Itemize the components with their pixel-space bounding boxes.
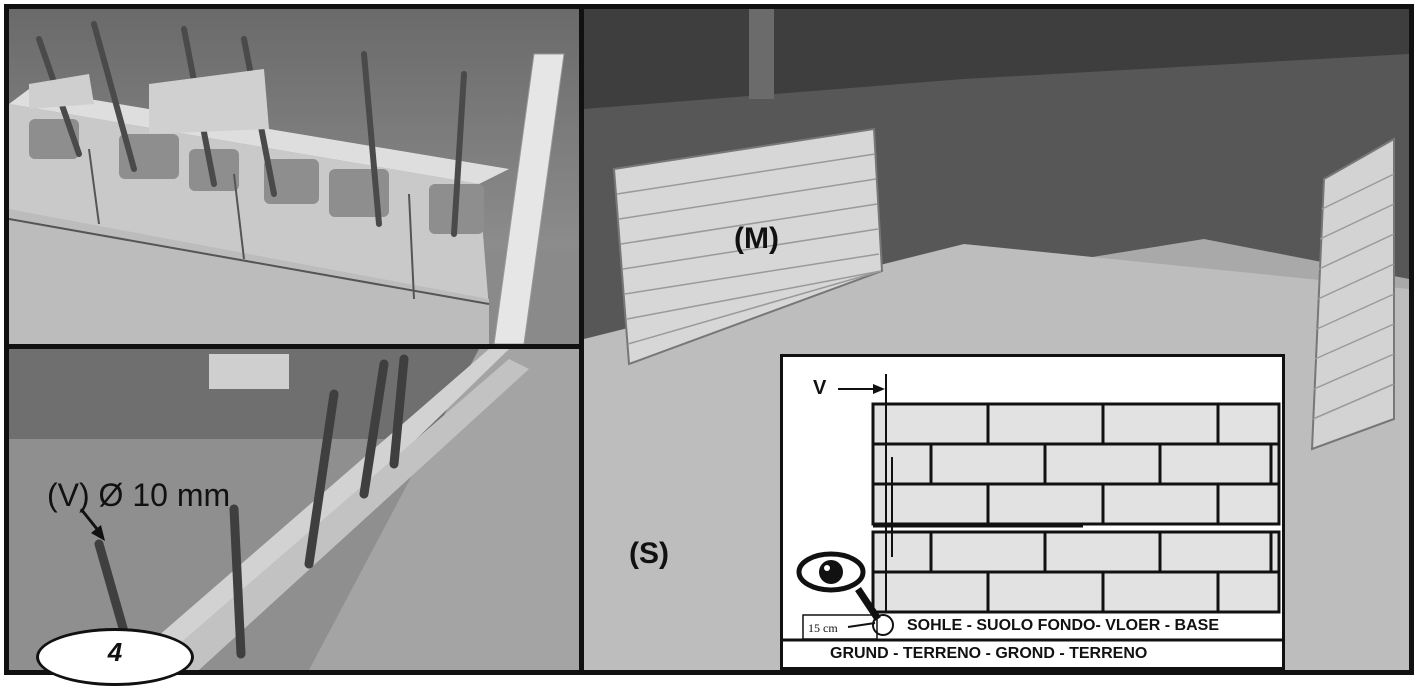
rebar-size-label: (V) Ø 10 mm (47, 477, 231, 513)
ground-caption: GRUND - TERRENO - GROND - TERRENO (830, 645, 1148, 662)
block-layer-diagram-art (783, 374, 1282, 642)
slab-label-s: (S) (629, 537, 669, 570)
rebar-v-label: V (813, 377, 827, 399)
wall-label-m: (M) (734, 222, 779, 255)
photo-rebar-detail-art (9, 349, 579, 670)
base-caption: SOHLE - SUOLO FONDO- VLOER - BASE (907, 617, 1220, 634)
photo-block-rebar-art (9, 9, 579, 344)
dimension-label: 15 cm (808, 621, 838, 635)
step-number: 4 (107, 637, 123, 667)
step-badge: 4 (36, 628, 194, 686)
photo-rebar-detail: (V) Ø 10 mm (4, 344, 584, 675)
photo-block-rebar (4, 4, 584, 349)
block-layer-diagram: V 15 cm SOHLE - SUOLO FONDO- VLOER - BAS… (780, 354, 1285, 670)
eye-icon (796, 551, 866, 593)
